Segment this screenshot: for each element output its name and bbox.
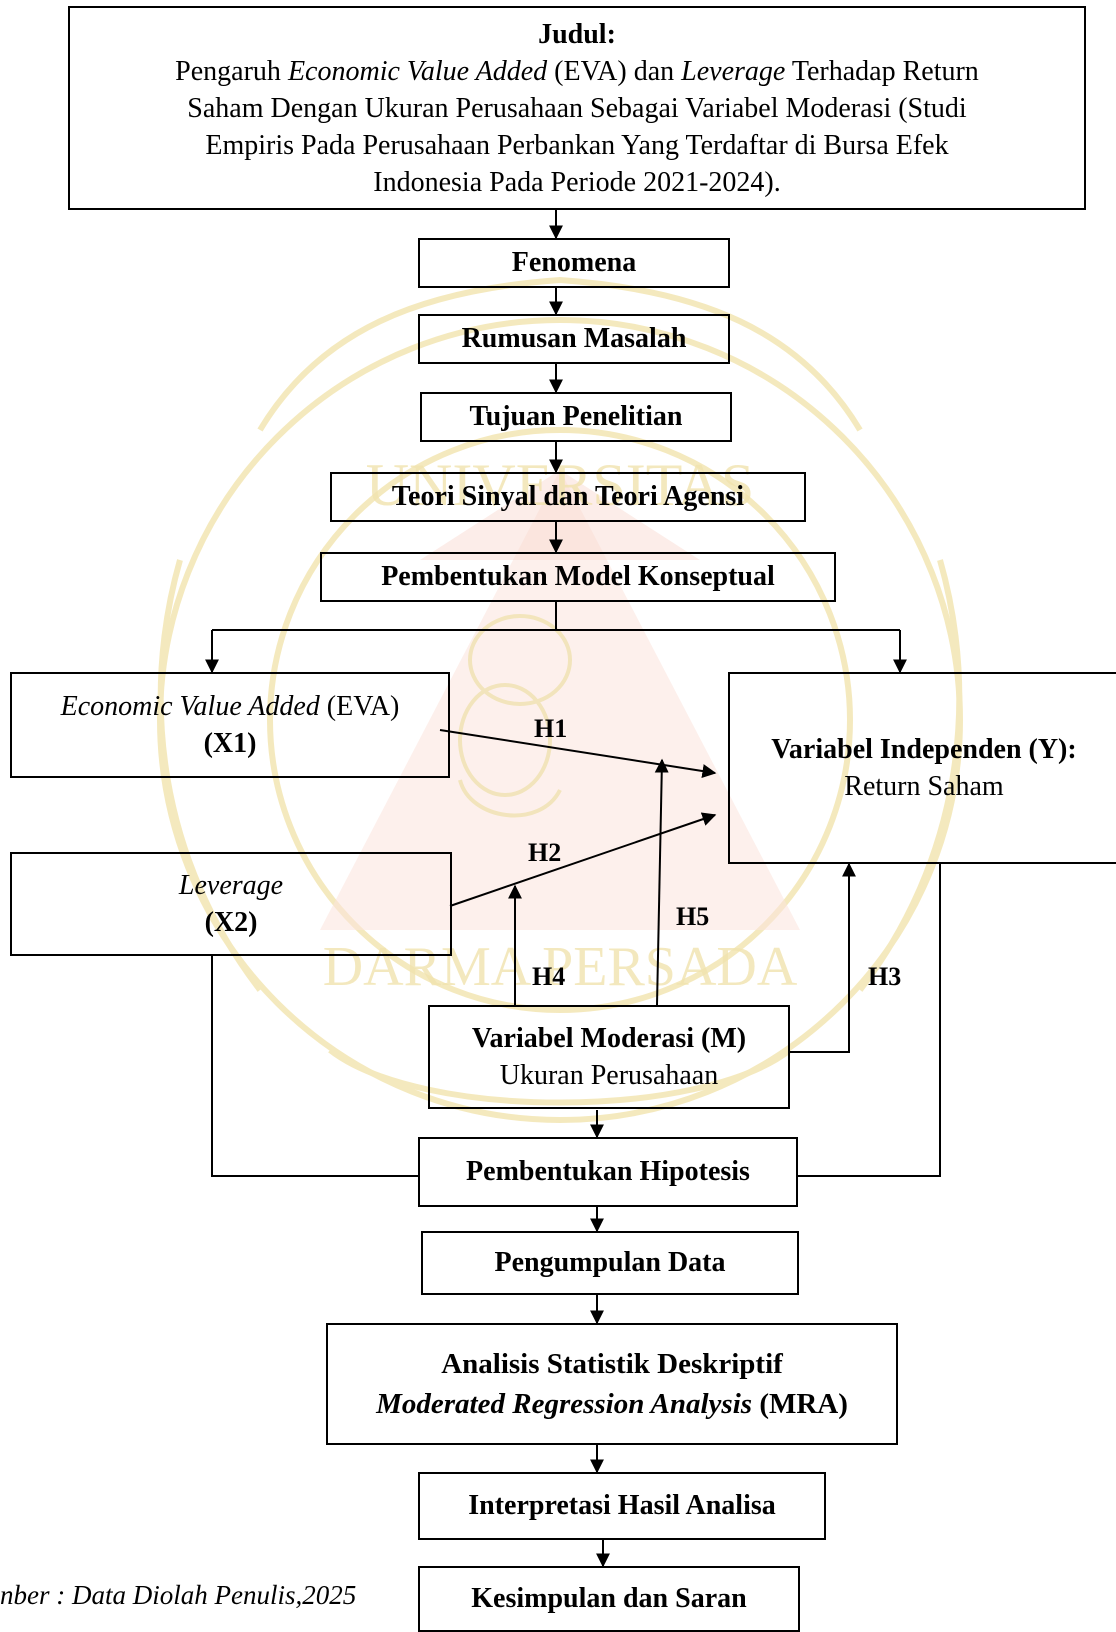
title-line-2: Saham Dengan Ukuran Perusahaan Sebagai V… bbox=[187, 92, 967, 124]
x1-name-line: Economic Value Added (EVA) bbox=[60, 691, 400, 722]
step-kesimpulan: Kesimpulan dan Saran bbox=[418, 1566, 800, 1632]
variable-moderasi-box: Variabel Moderasi (M) Ukuran Perusahaan bbox=[428, 1005, 790, 1109]
y-name: Return Saham bbox=[844, 771, 1004, 802]
hypothesis-label-h2: H2 bbox=[528, 838, 562, 867]
seal-petal-bottom bbox=[328, 1047, 792, 1106]
seal-petal-top bbox=[257, 276, 863, 432]
m-title: Variabel Moderasi (M) bbox=[471, 1023, 747, 1054]
x2-code: (X2) bbox=[204, 907, 258, 938]
hypothesis-label-h1: H1 bbox=[534, 714, 568, 743]
m-name: Ukuran Perusahaan bbox=[499, 1060, 719, 1091]
step-fenomena: Fenomena bbox=[418, 238, 730, 288]
analisis-line-1: Analisis Statistik Deskriptif bbox=[441, 1348, 783, 1380]
line-y-to-hipotesis bbox=[798, 864, 941, 1177]
x1-code: (X1) bbox=[203, 728, 257, 759]
step-tujuan-penelitian: Tujuan Penelitian bbox=[420, 392, 732, 442]
arrow-h1 bbox=[439, 729, 717, 778]
seal-text-bottom: DARMA PERSADA bbox=[323, 936, 798, 998]
seal-triangle-top bbox=[420, 470, 700, 560]
hypothesis-label-h3: H3 bbox=[868, 962, 902, 991]
title-line-1: Pengaruh Economic Value Added (EVA) dan … bbox=[175, 55, 979, 87]
step-analisis-box: Analisis Statistik Deskriptif Moderated … bbox=[326, 1323, 898, 1445]
hypothesis-label-h4: H4 bbox=[532, 962, 566, 991]
x2-name: Leverage bbox=[178, 870, 284, 901]
step-pengumpulan-data: Pengumpulan Data bbox=[421, 1231, 799, 1295]
title-line-4: Indonesia Pada Periode 2021-2024). bbox=[373, 166, 781, 198]
variable-x2-box: Leverage (X2) bbox=[10, 852, 452, 956]
step-rumusan-masalah: Rumusan Masalah bbox=[418, 314, 730, 364]
title-line-3: Empiris Pada Perusahaan Perbankan Yang T… bbox=[205, 129, 949, 161]
hypothesis-label-h5: H5 bbox=[676, 902, 710, 931]
source-caption: nber : Data Diolah Penulis,2025 bbox=[0, 1580, 357, 1610]
seal-inner-ring bbox=[267, 427, 853, 1013]
variable-y-box: Variabel Independen (Y): Return Saham bbox=[728, 672, 1116, 864]
arrow-h3 bbox=[790, 862, 856, 1053]
seal-triangle bbox=[320, 470, 800, 930]
arrow-h2 bbox=[449, 812, 717, 907]
title-box: Judul: Pengaruh Economic Value Added (EV… bbox=[68, 6, 1086, 210]
arrow-h5 bbox=[654, 758, 669, 1006]
title-heading: Judul: bbox=[538, 18, 616, 50]
step-pembentukan-hipotesis: Pembentukan Hipotesis bbox=[418, 1137, 798, 1207]
seal-petal-right bbox=[857, 559, 963, 992]
variable-x1-box: Economic Value Added (EVA) (X1) bbox=[10, 672, 450, 778]
step-teori: Teori Sinyal dan Teori Agensi bbox=[330, 472, 806, 522]
seal-figure bbox=[458, 614, 572, 818]
seal-petal-left bbox=[157, 559, 263, 992]
step-interpretasi: Interpretasi Hasil Analisa bbox=[418, 1472, 826, 1540]
line-x2-to-hipotesis bbox=[211, 956, 418, 1177]
analisis-line-2: Moderated Regression Analysis (MRA) bbox=[376, 1388, 848, 1420]
step-model-konseptual: Pembentukan Model Konseptual bbox=[320, 552, 836, 602]
y-title: Variabel Independen (Y): bbox=[771, 734, 1077, 765]
